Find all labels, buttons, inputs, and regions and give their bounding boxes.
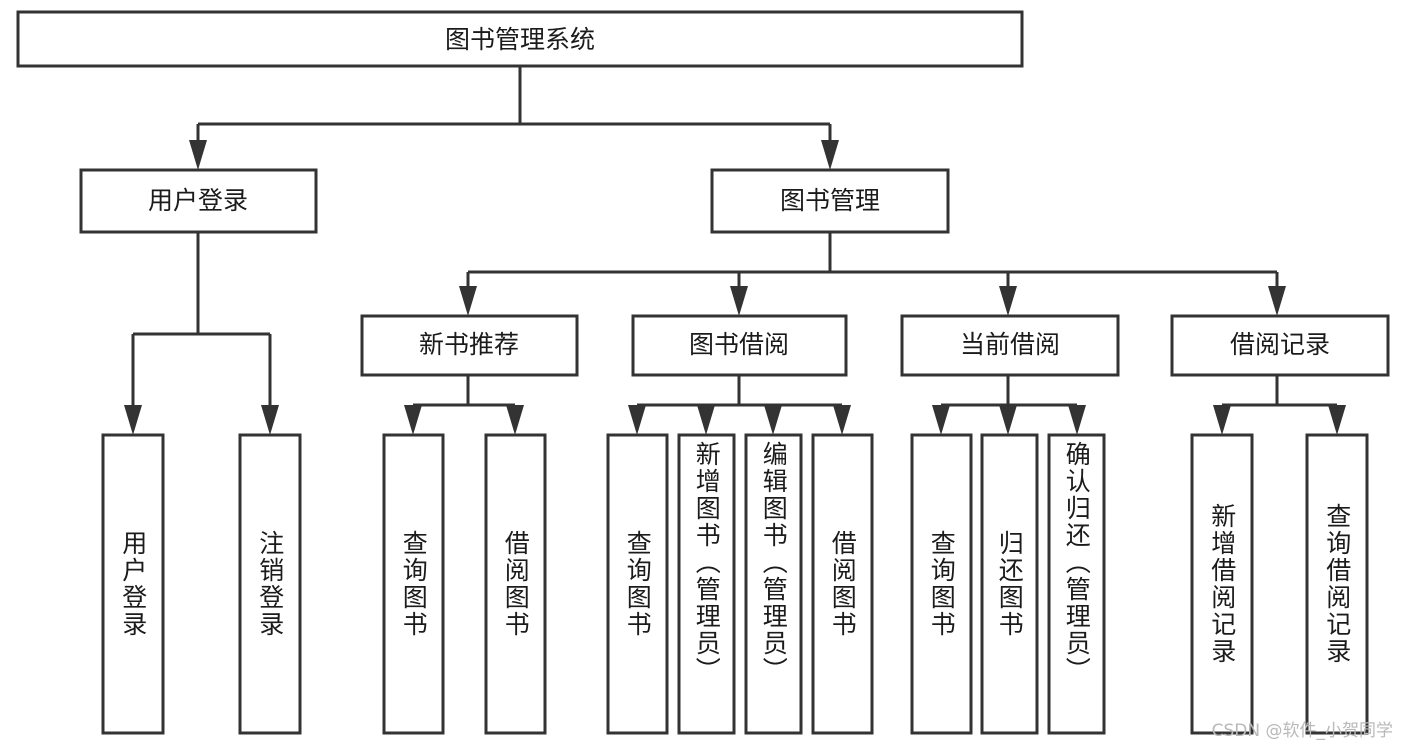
arrowhead-newbook-leaf-2 bbox=[506, 405, 524, 435]
leaf-box-query-book-1[interactable] bbox=[382, 433, 445, 735]
arrowhead-user-login bbox=[189, 140, 207, 170]
new-book-recommend-label: 新书推荐 bbox=[419, 330, 519, 359]
leaf-box-add-book[interactable] bbox=[677, 433, 736, 735]
leaf-box-confirm-return[interactable] bbox=[1047, 433, 1106, 735]
arrowhead-bookborrow-leaf-4 bbox=[833, 405, 851, 435]
arrowhead-currentborrow-leaf-2 bbox=[999, 405, 1017, 435]
arrowhead-current-borrow bbox=[999, 286, 1017, 316]
node-new-book-recommend[interactable]: 新书推荐 bbox=[360, 314, 579, 377]
arrowhead-leaf-logout bbox=[261, 405, 279, 435]
user-login-label: 用户登录 bbox=[148, 186, 248, 215]
user-login-box[interactable] bbox=[79, 168, 318, 234]
arrowhead-bookborrow-leaf-2 bbox=[697, 405, 715, 435]
leaf-box-query-book-3[interactable] bbox=[910, 433, 973, 735]
leaf-box-user-login[interactable] bbox=[101, 433, 165, 735]
leaf-box-borrow-book-1[interactable] bbox=[484, 433, 547, 735]
arrowhead-bookborrow-leaf-1 bbox=[628, 405, 646, 435]
arrowhead-borrowrecord-leaf-1 bbox=[1213, 405, 1231, 435]
root-box[interactable] bbox=[16, 10, 1024, 68]
current-borrow-label: 当前借阅 bbox=[960, 330, 1060, 359]
csdn-watermark: CSDN @软件_小贺同学 bbox=[1211, 721, 1393, 741]
current-borrow-box[interactable] bbox=[900, 314, 1120, 377]
node-current-borrow[interactable]: 当前借阅 bbox=[900, 314, 1120, 377]
leaf-box-logout[interactable] bbox=[238, 433, 302, 735]
new-book-recommend-box[interactable] bbox=[360, 314, 579, 377]
leaf-box-query-book-2[interactable] bbox=[606, 433, 669, 735]
arrowhead-newbook-leaf-1 bbox=[404, 405, 422, 435]
arrowhead-new-book-recommend bbox=[459, 286, 477, 316]
book-borrow-label: 图书借阅 bbox=[689, 330, 789, 359]
arrowhead-bookborrow-leaf-3 bbox=[764, 405, 782, 435]
arrowhead-book-manage bbox=[821, 140, 839, 170]
leaf-box-return-book[interactable] bbox=[980, 433, 1039, 735]
node-borrow-record[interactable]: 借阅记录 bbox=[1170, 314, 1390, 377]
arrowhead-leaf-user-login bbox=[124, 405, 142, 435]
leaf-box-layer bbox=[101, 433, 1369, 735]
root-label: 图书管理系统 bbox=[445, 25, 595, 54]
node-book-borrow[interactable]: 图书借阅 bbox=[631, 314, 848, 377]
book-manage-box[interactable] bbox=[710, 168, 950, 234]
arrowhead-currentborrow-leaf-1 bbox=[932, 405, 950, 435]
arrowhead-borrowrecord-leaf-2 bbox=[1328, 405, 1346, 435]
leaf-box-query-record[interactable] bbox=[1305, 433, 1369, 735]
leaf-box-edit-book[interactable] bbox=[744, 433, 803, 735]
node-book-manage[interactable]: 图书管理 bbox=[710, 168, 950, 234]
book-manage-label: 图书管理 bbox=[780, 186, 880, 215]
borrow-record-label: 借阅记录 bbox=[1230, 330, 1330, 359]
arrowhead-book-borrow bbox=[730, 286, 748, 316]
arrowhead-borrow-record bbox=[1268, 286, 1286, 316]
connector-layer bbox=[124, 66, 1346, 435]
node-root[interactable]: 图书管理系统 bbox=[16, 10, 1024, 68]
node-user-login[interactable]: 用户登录 bbox=[79, 168, 318, 234]
borrow-record-box[interactable] bbox=[1170, 314, 1390, 377]
arrowhead-currentborrow-leaf-3 bbox=[1068, 405, 1086, 435]
book-borrow-box[interactable] bbox=[631, 314, 848, 377]
leaf-box-add-record[interactable] bbox=[1190, 433, 1254, 735]
leaf-box-borrow-book-2[interactable] bbox=[811, 433, 874, 735]
